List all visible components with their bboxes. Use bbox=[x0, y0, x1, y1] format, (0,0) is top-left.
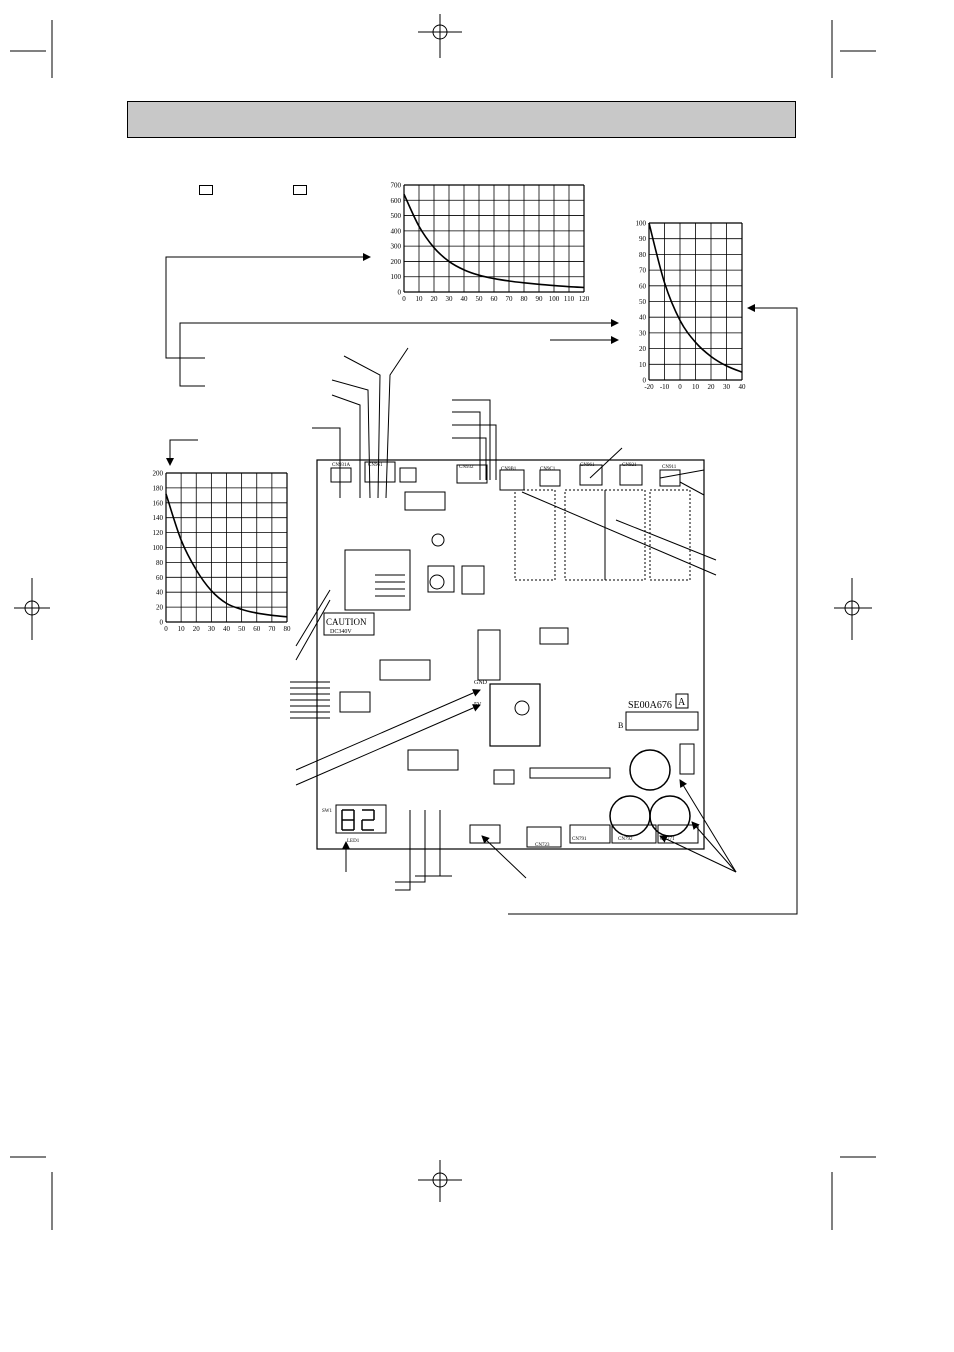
x-tick-label: 20 bbox=[431, 295, 439, 303]
svg-text:CN9B1: CN9B1 bbox=[501, 467, 517, 472]
x-tick-label: 0 bbox=[678, 383, 682, 391]
y-tick-label: 100 bbox=[636, 220, 647, 228]
svg-text:CN932: CN932 bbox=[459, 465, 474, 470]
x-tick-label: 10 bbox=[178, 625, 186, 633]
pcb-board bbox=[316, 459, 705, 850]
x-tick-label: -20 bbox=[644, 383, 654, 391]
svg-text:CN961: CN961 bbox=[368, 463, 383, 468]
x-tick-label: 50 bbox=[476, 295, 484, 303]
x-tick-label: 30 bbox=[723, 383, 731, 391]
y-tick-label: 400 bbox=[391, 227, 402, 235]
y-tick-label: 200 bbox=[153, 470, 164, 478]
y-tick-label: 50 bbox=[639, 298, 647, 306]
y-tick-label: 60 bbox=[156, 574, 164, 582]
svg-text:CN9C1: CN9C1 bbox=[540, 467, 556, 472]
y-tick-label: 90 bbox=[639, 235, 647, 243]
y-tick-label: 40 bbox=[639, 314, 647, 322]
svg-text:CN961: CN961 bbox=[580, 463, 595, 468]
series-line bbox=[648, 222, 743, 373]
section-header-bar bbox=[127, 101, 796, 138]
led-label: LED1 bbox=[347, 839, 360, 844]
pcb-connector-label: CN931A bbox=[332, 463, 350, 468]
board-revision-b: B bbox=[618, 721, 623, 730]
y-tick-label: 120 bbox=[153, 529, 164, 537]
y-tick-label: 160 bbox=[153, 499, 164, 507]
x-tick-label: 40 bbox=[739, 383, 747, 391]
legend-symbol-1 bbox=[199, 185, 213, 195]
series-line bbox=[165, 493, 288, 618]
pcb-labels: CN931A CN961 CN932 CN9B1 CN9C1 CN961 CN9… bbox=[332, 463, 677, 848]
y-tick-label: 140 bbox=[153, 514, 164, 522]
y-tick-label: 30 bbox=[639, 329, 647, 337]
y-tick-label: 20 bbox=[639, 345, 647, 353]
x-tick-label: 10 bbox=[416, 295, 424, 303]
x-tick-label: 40 bbox=[461, 295, 469, 303]
y-tick-label: 70 bbox=[639, 267, 647, 275]
svg-text:CN911: CN911 bbox=[662, 465, 677, 470]
x-tick-label: 110 bbox=[564, 295, 575, 303]
y-tick-label: 20 bbox=[156, 604, 164, 612]
chart-top-center: 0 10 20 30 40 50 60 70 80 90 100 110 120 0 100 200 300 40… bbox=[391, 182, 590, 304]
y-tick-label: 60 bbox=[639, 282, 647, 290]
y-tick-label: 100 bbox=[391, 273, 402, 281]
y-tick-label: 40 bbox=[156, 589, 164, 597]
x-tick-label: 60 bbox=[491, 295, 499, 303]
y-tick-label: 80 bbox=[156, 559, 164, 567]
series-line bbox=[403, 193, 585, 289]
x-tick-label: 70 bbox=[506, 295, 514, 303]
y-tick-label: 300 bbox=[391, 243, 402, 251]
sw-label: SW1 bbox=[322, 809, 333, 814]
x-tick-label: 80 bbox=[284, 625, 292, 633]
svg-text:CN791: CN791 bbox=[572, 837, 587, 842]
caution-voltage: DC340V bbox=[330, 629, 352, 635]
board-code: SE00A676 bbox=[628, 700, 672, 711]
svg-text:CN921: CN921 bbox=[622, 463, 637, 468]
y-tick-label: 80 bbox=[639, 251, 647, 259]
svg-text:CN792: CN792 bbox=[618, 837, 633, 842]
x-tick-label: 10 bbox=[692, 383, 700, 391]
chart-left: 0 10 20 30 40 50 60 70 80 0 20 40 60 80 100 120 140 160 18… bbox=[153, 470, 292, 634]
x-tick-label: 50 bbox=[238, 625, 246, 633]
y-tick-label: 10 bbox=[639, 361, 647, 369]
x-tick-label: -10 bbox=[660, 383, 670, 391]
y-tick-label: 500 bbox=[391, 212, 402, 220]
x-tick-label: 70 bbox=[268, 625, 276, 633]
x-tick-label: 0 bbox=[164, 625, 168, 633]
y-tick-label: 180 bbox=[153, 484, 164, 492]
x-tick-label: 30 bbox=[208, 625, 216, 633]
board-revision: A bbox=[678, 697, 686, 708]
caution-block bbox=[323, 612, 375, 636]
pcb-outline bbox=[316, 459, 705, 850]
crop-marks bbox=[10, 14, 876, 1230]
led-display bbox=[335, 804, 387, 834]
x-tick-label: 20 bbox=[193, 625, 201, 633]
svg-text:CN723: CN723 bbox=[535, 843, 550, 848]
x-tick-label: 120 bbox=[579, 295, 590, 303]
chart-top-right: -20 -10 0 10 20 30 40 0 10 20 30 40 50 60 70 80 90 100 bbox=[636, 220, 747, 392]
caution-label: CAUTION bbox=[326, 617, 367, 627]
x-tick-label: 0 bbox=[402, 295, 406, 303]
y-tick-label: 0 bbox=[643, 377, 647, 385]
y-tick-label: 200 bbox=[391, 258, 402, 266]
y-tick-label: 700 bbox=[391, 182, 402, 190]
x-tick-label: 60 bbox=[253, 625, 261, 633]
main-ic bbox=[489, 683, 541, 747]
y-tick-label: 100 bbox=[153, 544, 164, 552]
x-tick-label: 40 bbox=[223, 625, 231, 633]
x-tick-label: 100 bbox=[549, 295, 560, 303]
x-tick-label: 80 bbox=[521, 295, 529, 303]
x-tick-label: 20 bbox=[708, 383, 716, 391]
x-tick-label: 30 bbox=[446, 295, 454, 303]
legend-symbol-2 bbox=[293, 185, 307, 195]
leader-lines bbox=[165, 253, 798, 915]
x-tick-label: 90 bbox=[536, 295, 544, 303]
y-tick-label: 0 bbox=[398, 289, 402, 297]
five-volt-label: 5V bbox=[474, 702, 482, 708]
y-tick-label: 600 bbox=[391, 197, 402, 205]
svg-text:CN771: CN771 bbox=[660, 837, 675, 842]
gnd-label: GND bbox=[474, 680, 488, 686]
y-tick-label: 0 bbox=[160, 619, 164, 627]
